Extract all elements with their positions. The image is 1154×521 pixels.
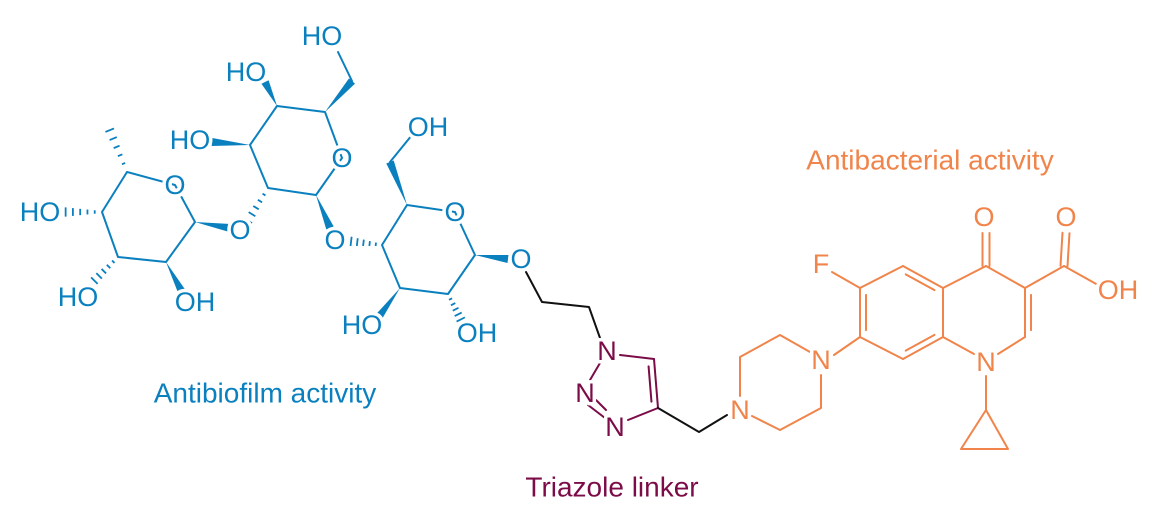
bond [337,51,353,82]
atom-label: N [730,395,750,425]
atom-label: O [444,197,465,227]
wedge-bond [166,262,186,294]
bond [389,134,413,163]
hash-bond [362,239,365,247]
atom-label: O [229,215,250,245]
atom-label: O [510,244,531,274]
atom-label: OH [175,287,216,317]
bond [1066,232,1071,268]
hash-bond [117,153,123,158]
hash-bond [448,297,453,301]
hash-bond [95,272,103,280]
bond [657,407,728,433]
bond [985,265,1026,289]
bond [904,333,936,352]
hash-bond [257,199,263,204]
atom-label: HO [342,310,383,340]
hash-bond [109,136,118,141]
hash-bond [105,127,115,133]
antibiofilm-caption: Antibiofilm activity [154,378,377,409]
bond [942,336,975,355]
atom-label: N [597,336,617,366]
atom-label: N [976,347,996,377]
bond [589,362,601,381]
atom-label: N [575,378,595,408]
bond [942,265,987,289]
hash-bond [243,217,253,224]
bond [739,334,811,397]
hash-bond [452,307,459,312]
bond [525,271,601,339]
atom-label: O [164,170,185,200]
hash-bond [90,276,99,285]
bond [997,336,1026,355]
bond [1059,231,1064,267]
atom-label: O [973,202,994,232]
bond [833,336,861,356]
bond [751,374,822,431]
hash-bond [349,236,353,247]
atom-label: O [331,143,352,173]
atom-label: O [1055,202,1076,232]
atom-label: N [605,412,625,442]
bond [595,399,607,411]
bond [653,358,659,409]
hash-bond [368,241,371,247]
wedge-bond [211,138,250,146]
atom-labels: HO O O HO OH HO HO O HO O OH O HO OH O N… [16,18,1142,446]
bond [859,265,904,289]
bonds [64,51,1099,450]
hash-bond [113,144,120,149]
atom-label: HO [226,57,267,87]
bond [627,407,659,421]
atom-label: HO [58,282,99,312]
atom-label: N [811,345,831,375]
hash-bond [100,268,107,275]
bond [902,336,944,360]
hash-bond [252,205,260,211]
bond [904,273,936,292]
antibacterial-caption: Antibacterial activity [806,145,1053,176]
hash-bond [248,211,256,217]
hash-bond [111,259,116,264]
wedge-bond [195,222,231,232]
hash-bond [450,302,456,307]
wedge-bond [316,195,334,230]
atom-label: O [324,225,345,255]
bond [619,354,655,360]
sugar-atoms: HO O O HO OH HO HO O HO O OH O HO OH O [16,18,535,352]
hash-bond [355,238,359,247]
hash-bond [121,162,126,166]
hash-bond [456,316,466,323]
atom-label: HO [170,125,211,155]
wedge-bond [325,78,356,112]
bond [1024,265,1065,289]
bond [902,265,944,289]
atom-label: F [813,249,830,279]
bond [587,404,606,419]
bond [647,365,653,403]
triazole-atoms: N N N [572,333,629,446]
wedge-bond [475,255,509,263]
atom-label: OH [1098,275,1139,305]
bond [381,204,476,295]
atom-label: OH [408,112,449,142]
hash-bond [262,192,266,197]
linker-caption: Triazole linker [525,472,698,503]
wedge-bond [374,288,400,321]
bond [859,336,904,360]
atom-label: HO [20,197,61,227]
quinolone-atoms: N N N F O O OH [727,199,1142,429]
bond [249,105,343,196]
wedge-bond [261,80,277,106]
wedge-bond [386,160,407,205]
bond [1063,265,1099,286]
bond [831,271,861,289]
bond [960,409,1009,450]
hash-bond [454,311,463,317]
atom-label: HO [302,21,343,51]
atom-label: OH [457,318,498,348]
hash-bond [106,264,111,269]
